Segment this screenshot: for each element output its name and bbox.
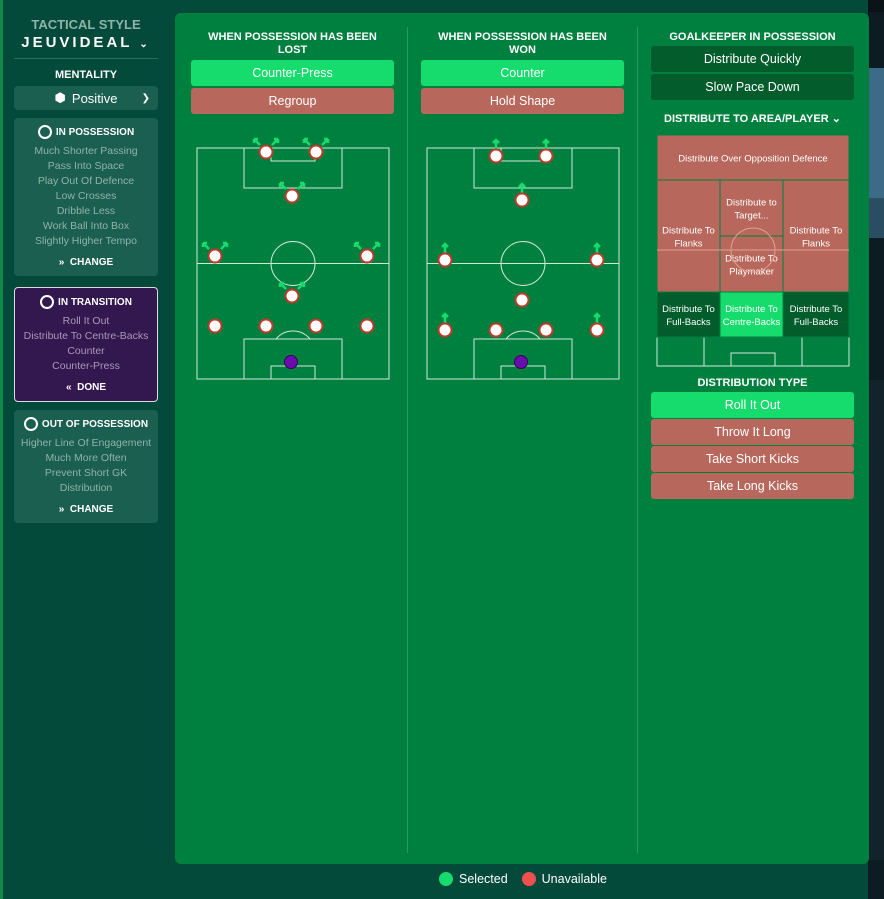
card-item: Much Shorter Passing xyxy=(34,145,138,157)
chevron-down-icon: ⌄ xyxy=(831,113,841,125)
card-item: Slightly Higher Tempo xyxy=(35,235,137,247)
sidebar: TACTICAL STYLE JEUVIDEAL ⌄ MENTALITY ⬢ P… xyxy=(12,14,160,523)
background-app-strip xyxy=(868,0,884,899)
chevron-down-icon: ❯ xyxy=(141,92,150,104)
card-item: Play Out Of Defence xyxy=(37,175,135,187)
unavailable-dot-icon xyxy=(521,872,536,886)
card-item: Low Crosses xyxy=(55,190,117,202)
card-item: Prevent Short GK xyxy=(44,467,128,479)
zone-target[interactable]: Distribute to Target... xyxy=(719,179,784,237)
distribute-area-dropdown[interactable]: DISTRIBUTE TO AREA/PLAYER ⌄ xyxy=(651,112,854,125)
option-counter[interactable]: Counter xyxy=(421,60,624,86)
card-item: Dribble Less xyxy=(56,205,116,217)
option-take-short-kicks[interactable]: Take Short Kicks xyxy=(651,446,854,472)
legend-unavailable: Unavailable xyxy=(541,872,607,886)
shield-icon: ⬢ xyxy=(54,90,66,105)
zone-label: Distribute To xyxy=(790,226,843,237)
zone-label: Distribute To xyxy=(725,254,778,265)
gk-title: GOALKEEPER IN POSSESSION xyxy=(669,31,836,43)
tactical-style-name: JEUVIDEAL xyxy=(21,34,133,51)
zone-label: Flanks xyxy=(675,239,703,250)
zone-label: Target... xyxy=(734,211,768,222)
card-title: IN POSSESSION xyxy=(14,125,158,139)
zone-label: Distribute To xyxy=(662,226,715,237)
card-item: Roll It Out xyxy=(62,315,110,327)
mentality-label: MENTALITY xyxy=(54,69,118,81)
zone-centre-backs[interactable]: Distribute To Centre-Backs xyxy=(719,291,784,338)
mentality-dropdown[interactable]: ⬢ Positive ❯ xyxy=(14,86,158,110)
zone-label: Full-Backs xyxy=(666,317,711,328)
card-item: Counter-Press xyxy=(52,360,120,372)
card-title: OUT OF POSSESSION xyxy=(14,417,158,431)
card-item: Pass Into Space xyxy=(47,160,125,172)
chevron-double-right-icon: » xyxy=(58,504,65,515)
card-item: Work Ball Into Box xyxy=(42,220,130,232)
card-title: IN TRANSITION xyxy=(15,295,157,309)
card-item: Counter xyxy=(67,345,105,357)
left-edge xyxy=(0,0,3,899)
zone-label: Distribute Over Opposition Defence xyxy=(678,154,827,165)
zone-label: Full-Backs xyxy=(794,317,839,328)
lost-column: WHEN POSSESSION HAS BEEN LOST Counter-Pr… xyxy=(191,13,394,864)
divider xyxy=(407,27,408,853)
zone-playmaker[interactable]: Distribute To Playmaker xyxy=(719,235,784,293)
zone-over-defence[interactable]: Distribute Over Opposition Defence xyxy=(656,134,850,181)
transition-icon xyxy=(40,295,55,309)
card-item: Distribute To Centre-Backs xyxy=(23,330,149,342)
zone-fullbacks-right[interactable]: Distribute To Full-Backs xyxy=(782,291,850,338)
option-counter-press[interactable]: Counter-Press xyxy=(191,60,394,86)
legend-selected: Selected xyxy=(459,872,508,886)
card-change-button[interactable]: » CHANGE xyxy=(58,257,114,268)
card-item: Higher Line Of Engagement xyxy=(20,437,152,449)
option-throw-it-long[interactable]: Throw It Long xyxy=(651,419,854,445)
chevron-double-left-icon: « xyxy=(65,382,72,393)
zone-fullbacks-left[interactable]: Distribute To Full-Backs xyxy=(656,291,721,338)
lost-title: WHEN POSSESSION HAS BEEN LOST xyxy=(208,31,377,56)
zone-flank-left[interactable]: Distribute To Flanks xyxy=(656,179,721,293)
option-slow-pace-down[interactable]: Slow Pace Down xyxy=(651,74,854,100)
zone-label: Distribute to xyxy=(726,198,777,209)
zone-label: Distribute To xyxy=(725,304,778,315)
card-item: Distribution xyxy=(59,482,113,494)
card-done-button[interactable]: « DONE xyxy=(65,382,107,393)
tactic-card-out-of-possession[interactable]: OUT OF POSSESSION Higher Line Of Engageme… xyxy=(14,410,158,523)
tactical-style-label: TACTICAL STYLE xyxy=(31,17,141,32)
chevron-double-right-icon: » xyxy=(58,257,65,268)
mentality-value: Positive xyxy=(71,90,118,106)
zone-label: Flanks xyxy=(802,239,830,250)
divider xyxy=(637,27,638,853)
selected-dot-icon xyxy=(439,872,453,886)
area-title: DISTRIBUTE TO AREA/PLAYER xyxy=(664,113,829,125)
tactical-style-dropdown[interactable]: JEUVIDEAL ⌄ xyxy=(12,34,160,51)
zone-label: Distribute To xyxy=(790,304,843,315)
zone-label: Playmaker xyxy=(729,267,774,278)
chevron-down-icon: ⌄ xyxy=(139,39,151,50)
possession-icon xyxy=(23,417,38,431)
gk-column: GOALKEEPER IN POSSESSION Distribute Quic… xyxy=(651,13,854,864)
legend: Selected Unavailable xyxy=(439,872,607,886)
option-hold-shape[interactable]: Hold Shape xyxy=(421,88,624,114)
option-roll-it-out[interactable]: Roll It Out xyxy=(651,392,854,418)
divider xyxy=(14,58,158,59)
zone-label: Distribute To xyxy=(662,304,715,315)
type-title: DISTRIBUTION TYPE xyxy=(697,377,808,389)
card-item: Much More Often xyxy=(45,452,127,464)
card-change-button[interactable]: » CHANGE xyxy=(58,504,114,515)
zone-label: Centre-Backs xyxy=(723,317,781,328)
option-regroup[interactable]: Regroup xyxy=(191,88,394,114)
won-title: WHEN POSSESSION HAS BEEN WON xyxy=(438,31,607,56)
option-distribute-quickly[interactable]: Distribute Quickly xyxy=(651,46,854,72)
zone-flank-right[interactable]: Distribute To Flanks xyxy=(782,179,850,293)
option-take-long-kicks[interactable]: Take Long Kicks xyxy=(651,473,854,499)
football-icon xyxy=(37,125,52,139)
